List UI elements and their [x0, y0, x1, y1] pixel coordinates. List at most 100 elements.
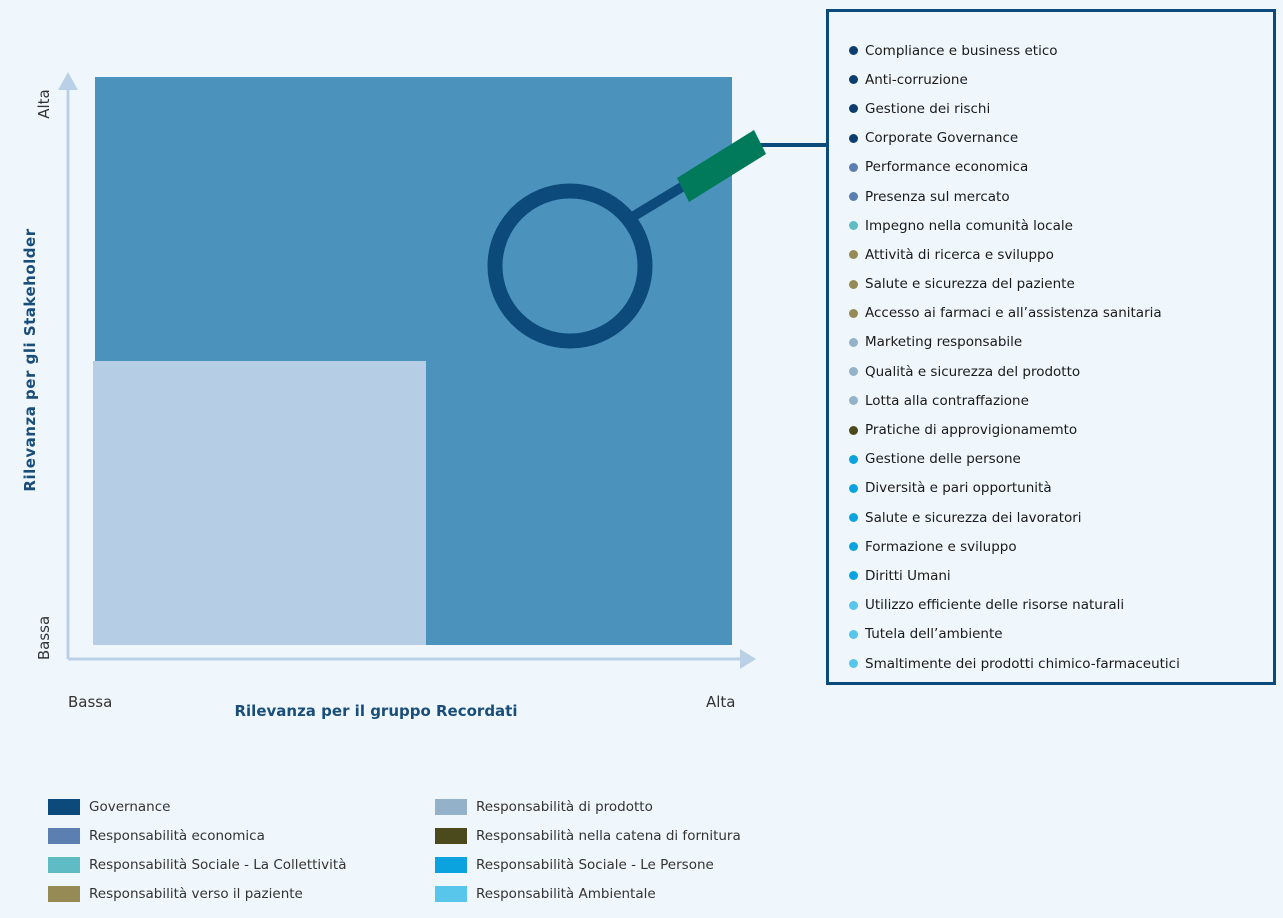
legend-swatch [48, 827, 80, 844]
topic-label: Formazione e sviluppo [865, 538, 1017, 555]
legend-swatch [435, 827, 467, 844]
bullet-dot-icon [849, 250, 858, 260]
topic-item: Presenza sul mercato [849, 182, 1273, 211]
bullet-dot-icon [849, 133, 858, 143]
low-relevance-quadrant [93, 361, 426, 645]
legend-swatch [435, 885, 467, 902]
bullet-dot-icon [849, 367, 858, 377]
topic-item: Gestione dei rischi [849, 94, 1273, 123]
topic-label: Diritti Umani [865, 567, 951, 584]
bullet-dot-icon [849, 629, 858, 639]
topic-item: Qualità e sicurezza del prodotto [849, 357, 1273, 386]
topic-label: Smaltimente dei prodotti chimico-farmace… [865, 655, 1180, 672]
topic-item: Accesso ai farmaci e all’assistenza sani… [849, 299, 1273, 328]
bullet-dot-icon [849, 162, 858, 172]
topic-label: Gestione dei rischi [865, 100, 991, 117]
topic-label: Lotta alla contraffazione [865, 392, 1029, 409]
topic-item: Anti-corruzione [849, 65, 1273, 94]
topic-label: Impegno nella comunità locale [865, 217, 1073, 234]
x-axis-high-label: Alta [706, 693, 736, 711]
topic-label: Attività di ricerca e sviluppo [865, 246, 1054, 263]
legend-swatch [48, 885, 80, 902]
legend-label: Responsabilità economica [89, 827, 265, 844]
legend-label: Responsabilità Ambientale [476, 885, 656, 902]
topic-item: Utilizzo efficiente delle risorse natura… [849, 591, 1273, 620]
legend-item: Responsabilità Sociale - Le Persone [435, 850, 741, 879]
topic-item: Pratiche di approvigionamemto [849, 415, 1273, 444]
magnifier-handle [677, 130, 766, 202]
bullet-dot-icon [849, 221, 858, 231]
x-axis-low-label: Bassa [68, 693, 113, 711]
legend-item: Responsabilità economica [48, 821, 347, 850]
topic-label: Utilizzo efficiente delle risorse natura… [865, 597, 1125, 614]
bullet-dot-icon [849, 337, 858, 347]
topic-item: Performance economica [849, 153, 1273, 182]
topic-item: Salute e sicurezza del paziente [849, 270, 1273, 299]
topic-item: Compliance e business etico [849, 36, 1273, 65]
topic-item: Tutela dell’ambiente [849, 620, 1273, 649]
bullet-dot-icon [849, 279, 858, 289]
topic-label: Marketing responsabile [865, 334, 1023, 351]
legend-label: Responsabilità di prodotto [476, 798, 653, 815]
topic-label: Presenza sul mercato [865, 188, 1010, 205]
legend-swatch [48, 798, 80, 815]
legend-label: Responsabilità Sociale - Le Persone [476, 856, 714, 873]
bullet-dot-icon [849, 308, 858, 318]
legend-label: Governance [89, 798, 171, 815]
bullet-dot-icon [849, 396, 858, 406]
topic-label: Salute e sicurezza del paziente [865, 276, 1075, 293]
topic-label: Performance economica [865, 159, 1029, 176]
bullet-dot-icon [849, 46, 858, 56]
magnifier-lens [487, 183, 653, 349]
topic-item: Diversità e pari opportunità [849, 474, 1273, 503]
y-axis-arrow [58, 72, 78, 90]
bullet-dot-icon [849, 454, 858, 464]
y-axis-high-label: Alta [35, 89, 53, 119]
bullet-dot-icon [849, 75, 858, 85]
topic-label: Corporate Governance [865, 130, 1019, 147]
legend-item: Responsabilità di prodotto [435, 792, 741, 821]
topic-item: Corporate Governance [849, 124, 1273, 153]
topic-label: Diversità e pari opportunità [865, 480, 1052, 497]
legend-label: Responsabilità verso il paziente [89, 885, 303, 902]
legend-item: Responsabilità nella catena di fornitura [435, 821, 741, 850]
topic-label: Gestione delle persone [865, 451, 1021, 468]
topic-item: Formazione e sviluppo [849, 532, 1273, 561]
topic-item: Lotta alla contraffazione [849, 386, 1273, 415]
legend-item: Responsabilità verso il paziente [48, 879, 347, 908]
topic-item: Diritti Umani [849, 561, 1273, 590]
legend-swatch [435, 798, 467, 815]
bullet-dot-icon [849, 513, 858, 523]
legend-item: Responsabilità Ambientale [435, 879, 741, 908]
bullet-dot-icon [849, 542, 858, 552]
topic-label: Compliance e business etico [865, 42, 1058, 59]
topic-label: Qualità e sicurezza del prodotto [865, 363, 1081, 380]
bullet-dot-icon [849, 600, 858, 610]
topic-item: Smaltimente dei prodotti chimico-farmace… [849, 649, 1273, 678]
bullet-dot-icon [849, 425, 858, 435]
topic-label: Salute e sicurezza dei lavoratori [865, 509, 1082, 526]
topic-item: Attività di ricerca e sviluppo [849, 240, 1273, 269]
y-axis-low-label: Bassa [35, 615, 53, 661]
y-axis-label: Rilevanza per gli Stakeholder [21, 228, 39, 492]
topic-item: Impegno nella comunità locale [849, 211, 1273, 240]
legend-swatch [435, 856, 467, 873]
topic-label: Pratiche di approvigionamemto [865, 422, 1078, 439]
topic-item: Salute e sicurezza dei lavoratori [849, 503, 1273, 532]
legend-item: Responsabilità Sociale - La Collettività [48, 850, 347, 879]
topic-label: Anti-corruzione [865, 71, 968, 88]
x-axis-label: Rilevanza per il gruppo Recordati [234, 702, 518, 720]
bullet-dot-icon [849, 659, 858, 669]
bullet-dot-icon [849, 483, 858, 493]
legend-label: Responsabilità nella catena di fornitura [476, 827, 741, 844]
legend-item: Governance [48, 792, 347, 821]
bullet-dot-icon [849, 192, 858, 202]
legend-label: Responsabilità Sociale - La Collettività [89, 856, 347, 873]
topic-label: Accesso ai farmaci e all’assistenza sani… [865, 305, 1162, 322]
bullet-dot-icon [849, 571, 858, 581]
topic-item: Marketing responsabile [849, 328, 1273, 357]
